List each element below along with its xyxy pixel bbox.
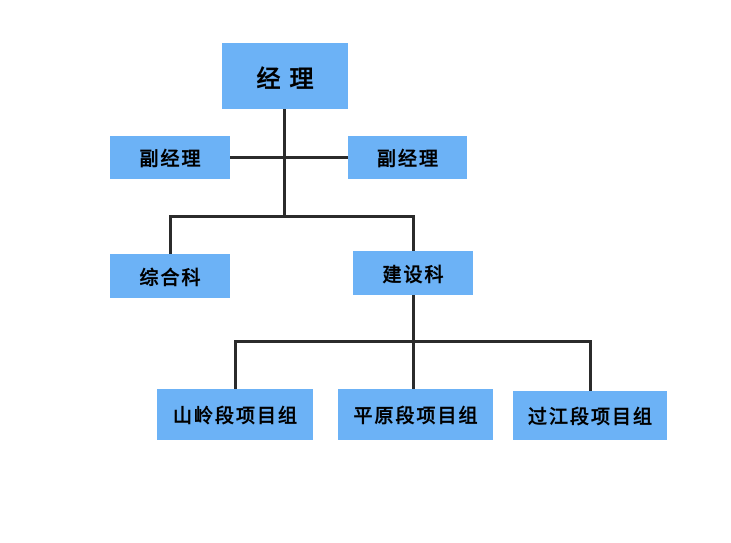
- org-node-label: 山岭段项目组: [172, 406, 299, 427]
- org-node-label: 综合科: [139, 267, 203, 289]
- org-node-label: 经理: [256, 66, 323, 93]
- org-node-label: 副经理: [139, 149, 203, 170]
- org-node-deputy-manager-right: 副经理: [348, 136, 467, 179]
- org-node-general-affairs-section: 综合科: [110, 254, 230, 298]
- connector-construction-trunk: [412, 294, 415, 342]
- org-node-label: 平原段项目组: [353, 406, 480, 427]
- org-node-deputy-manager-left: 副经理: [110, 136, 230, 179]
- org-node-plain-section-project-team: 平原段项目组: [338, 389, 493, 440]
- connector-deputy-managers: [230, 156, 348, 159]
- connector-to-plain-team: [412, 340, 415, 390]
- connector-manager-trunk: [283, 108, 286, 218]
- org-node-label: 副经理: [376, 149, 440, 170]
- org-node-label: 建设科: [382, 264, 446, 286]
- connector-to-construction-section: [412, 215, 415, 252]
- org-node-river-crossing-section-project-team: 过江段项目组: [513, 391, 667, 440]
- org-node-mountain-section-project-team: 山岭段项目组: [157, 389, 313, 440]
- connector-to-general-affairs-section: [169, 215, 172, 255]
- org-node-construction-section: 建设科: [353, 251, 473, 295]
- connector-to-mountain-team: [234, 340, 237, 390]
- org-node-manager: 经理: [222, 43, 348, 109]
- org-node-label: 过江段项目组: [527, 407, 654, 428]
- connector-to-river-team: [589, 340, 592, 392]
- connector-level3-branch: [169, 215, 415, 218]
